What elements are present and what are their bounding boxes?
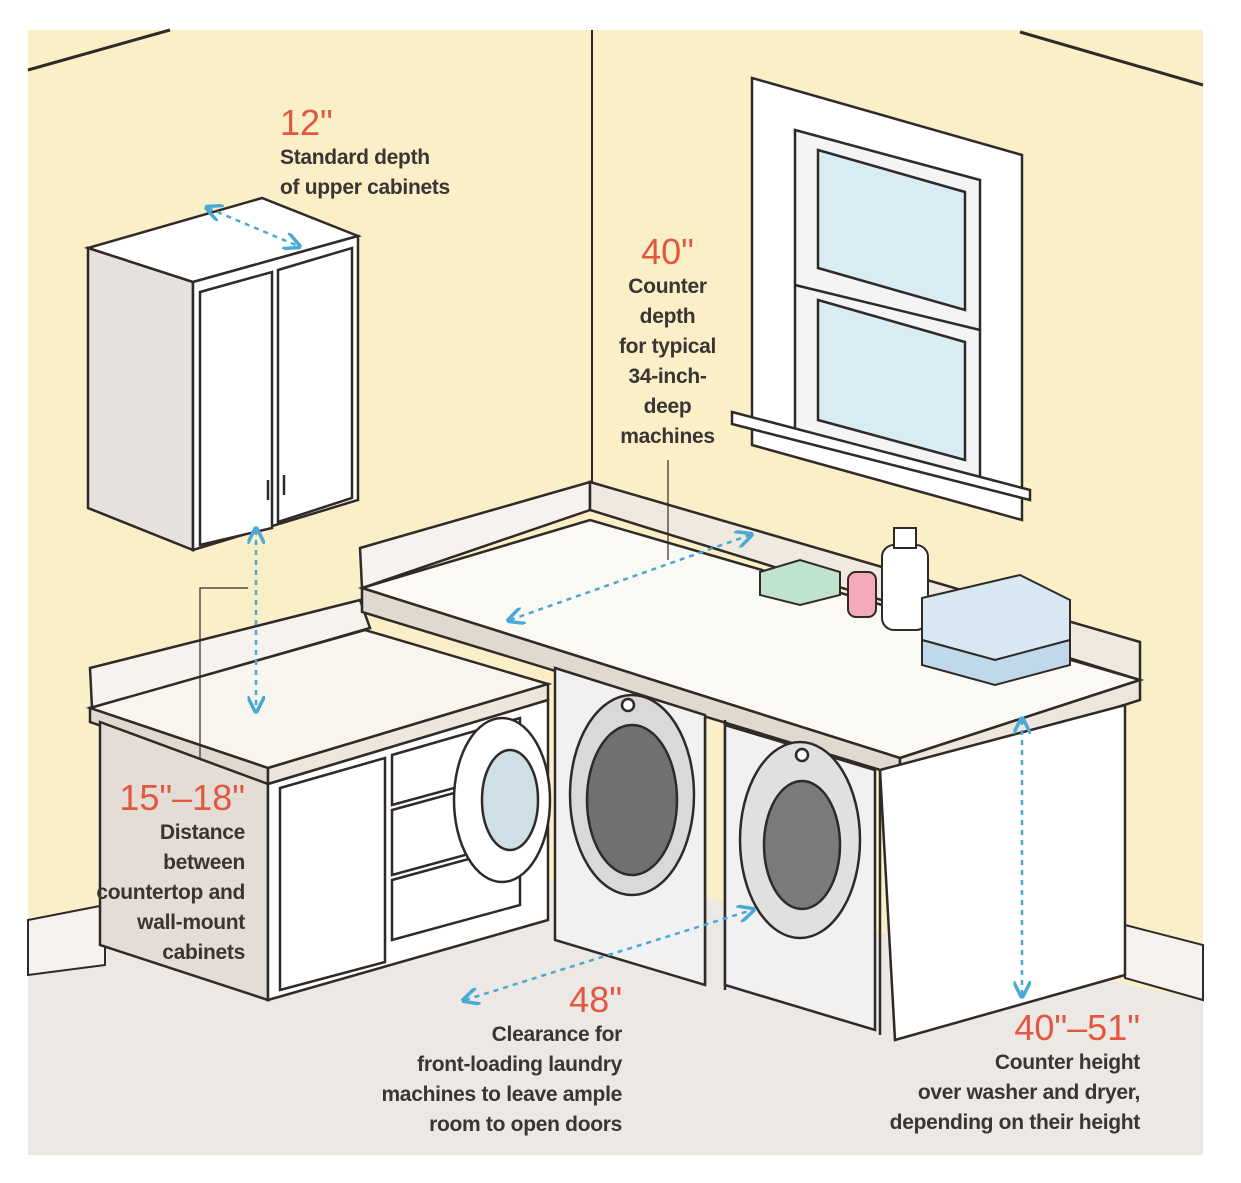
annotation-line: of upper cabinets [280,176,450,199]
annotation-line: Standard depth [280,146,430,169]
annotation-line: countertop and [96,881,245,904]
window [730,76,1032,522]
annotation-line: depending on their height [889,1111,1141,1134]
annotation-front-clearance: 48" Clearance for front-loading laundry … [320,980,622,1140]
annotation-line: over washer and dryer, [917,1081,1140,1104]
upper-cabinet-depth-arrow [208,208,298,246]
upper-cabinet [83,196,362,552]
clearance-arrow [465,910,752,1000]
annotation-line: depth [639,305,696,328]
annotation-line: Distance [159,821,245,844]
annotation-line: wall-mount [137,911,245,934]
dimension-value: 12" [280,102,333,143]
annotation-line: for typical [618,335,717,358]
annotation-line: deep [643,395,692,418]
annotation-line: machines [620,425,715,448]
annotation-line: Clearance for [491,1023,623,1046]
annotation-line: 34-inch- [628,365,707,388]
annotation-line: machines to leave ample [381,1083,622,1106]
dimension-value: 40" [641,231,694,272]
dimension-value: 15"–18" [119,777,245,818]
counter-items [759,527,1071,687]
annotation-upper-cabinet-depth: 12" Standard depth of upper cabinets [280,103,450,203]
dimension-value: 48" [569,979,622,1020]
annotation-line: front-loading laundry [417,1053,622,1076]
annotation-line: Counter height [994,1051,1140,1074]
annotation-line: cabinets [162,941,245,964]
annotation-line: Counter [628,275,707,298]
dryer [620,697,877,1032]
washer [452,666,707,987]
annotation-counter-depth: 40" Counter depth for typical 34-inch- d… [595,232,740,452]
annotation-line: between [163,851,245,874]
leader-lines [199,460,669,760]
counter-depth-arrow [510,535,750,620]
dimension-value: 40"–51" [1014,1007,1140,1048]
annotation-line: room to open doors [429,1113,622,1136]
annotation-countertop-to-cabinet: 15"–18" Distance between countertop and … [40,778,245,968]
dimension-arrows [208,208,1022,1000]
annotation-counter-height: 40"–51" Counter height over washer and d… [830,1007,1141,1138]
